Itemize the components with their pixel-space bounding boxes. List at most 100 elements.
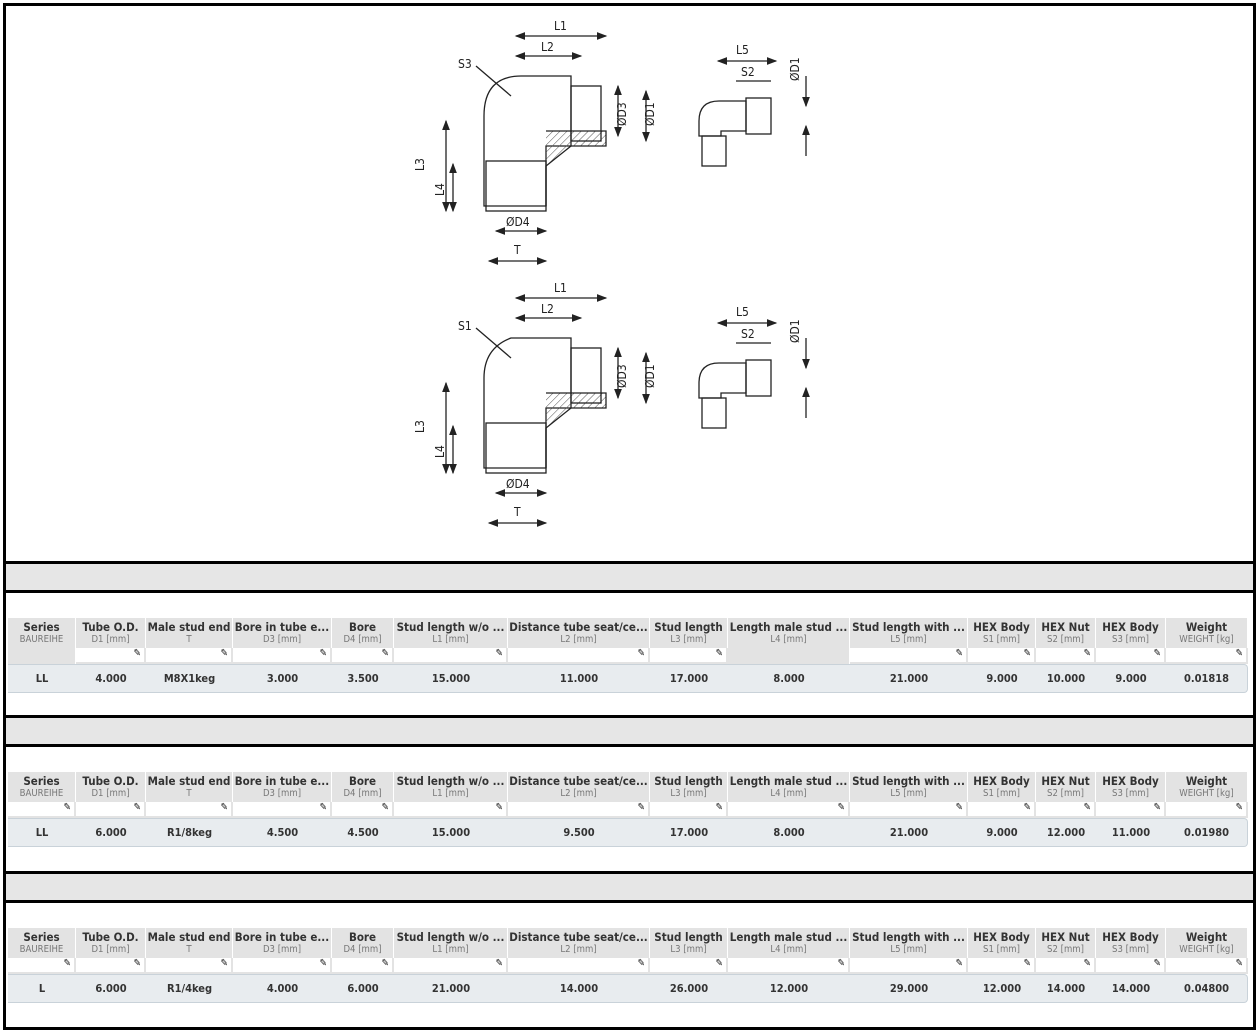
pencil-icon[interactable]: ✎: [637, 648, 645, 659]
filter-input[interactable]: ✎: [968, 802, 1034, 816]
column-header[interactable]: Bore in tube e...D3 [mm]: [233, 618, 332, 648]
filter-input[interactable]: ✎: [76, 648, 144, 662]
filter-input[interactable]: ✎: [728, 802, 848, 816]
column-header[interactable]: Stud length w/o ...L1 [mm]: [394, 618, 508, 648]
filter-input[interactable]: ✎: [76, 958, 144, 972]
column-header[interactable]: Distance tube seat/ce...L2 [mm]: [508, 618, 650, 648]
pencil-icon[interactable]: ✎: [1235, 648, 1243, 659]
pencil-icon[interactable]: ✎: [495, 802, 503, 813]
pencil-icon[interactable]: ✎: [133, 958, 141, 969]
pencil-icon[interactable]: ✎: [220, 648, 228, 659]
column-header[interactable]: Distance tube seat/ce...L2 [mm]: [508, 928, 650, 958]
filter-input[interactable]: ✎: [233, 648, 330, 662]
filter-input[interactable]: ✎: [1096, 802, 1164, 816]
filter-input[interactable]: ✎: [508, 648, 648, 662]
pencil-icon[interactable]: ✎: [1083, 648, 1091, 659]
pencil-icon[interactable]: ✎: [715, 958, 723, 969]
filter-input[interactable]: ✎: [1036, 958, 1094, 972]
filter-input[interactable]: ✎: [1166, 958, 1246, 972]
pencil-icon[interactable]: ✎: [1023, 802, 1031, 813]
filter-input[interactable]: ✎: [8, 802, 74, 816]
filter-input[interactable]: ✎: [146, 648, 231, 662]
pencil-icon[interactable]: ✎: [319, 648, 327, 659]
pencil-icon[interactable]: ✎: [63, 958, 71, 969]
pencil-icon[interactable]: ✎: [381, 802, 389, 813]
pencil-icon[interactable]: ✎: [1153, 958, 1161, 969]
filter-input[interactable]: ✎: [394, 958, 506, 972]
column-header[interactable]: Bore in tube e...D3 [mm]: [233, 772, 332, 802]
pencil-icon[interactable]: ✎: [837, 802, 845, 813]
filter-input[interactable]: ✎: [1096, 648, 1164, 662]
column-header[interactable]: Tube O.D.D1 [mm]: [76, 928, 146, 958]
filter-input[interactable]: ✎: [76, 802, 144, 816]
pencil-icon[interactable]: ✎: [220, 802, 228, 813]
pencil-icon[interactable]: ✎: [381, 648, 389, 659]
pencil-icon[interactable]: ✎: [133, 802, 141, 813]
pencil-icon[interactable]: ✎: [715, 802, 723, 813]
filter-input[interactable]: ✎: [233, 802, 330, 816]
filter-input[interactable]: ✎: [146, 802, 231, 816]
filter-input[interactable]: ✎: [1096, 958, 1164, 972]
pencil-icon[interactable]: ✎: [63, 802, 71, 813]
filter-input[interactable]: ✎: [1036, 648, 1094, 662]
column-header[interactable]: Tube O.D.D1 [mm]: [76, 618, 146, 648]
pencil-icon[interactable]: ✎: [1023, 648, 1031, 659]
column-header[interactable]: Bore in tube e...D3 [mm]: [233, 928, 332, 958]
filter-input[interactable]: ✎: [332, 648, 392, 662]
pencil-icon[interactable]: ✎: [1023, 958, 1031, 969]
pencil-icon[interactable]: ✎: [637, 802, 645, 813]
filter-input[interactable]: ✎: [968, 958, 1034, 972]
pencil-icon[interactable]: ✎: [955, 958, 963, 969]
column-header[interactable]: Stud length with ...L5 [mm]: [850, 618, 968, 648]
pencil-icon[interactable]: ✎: [133, 648, 141, 659]
pencil-icon[interactable]: ✎: [319, 802, 327, 813]
filter-input[interactable]: ✎: [1036, 802, 1094, 816]
filter-input[interactable]: ✎: [394, 802, 506, 816]
pencil-icon[interactable]: ✎: [319, 958, 327, 969]
filter-input[interactable]: ✎: [1166, 648, 1246, 662]
pencil-icon[interactable]: ✎: [1235, 958, 1243, 969]
pencil-icon[interactable]: ✎: [1153, 648, 1161, 659]
filter-input[interactable]: ✎: [968, 648, 1034, 662]
column-header[interactable]: Length male stud ...L4 [mm]: [728, 928, 850, 958]
pencil-icon[interactable]: ✎: [381, 958, 389, 969]
pencil-icon[interactable]: ✎: [955, 802, 963, 813]
filter-input[interactable]: ✎: [394, 648, 506, 662]
pencil-icon[interactable]: ✎: [220, 958, 228, 969]
pencil-icon[interactable]: ✎: [637, 958, 645, 969]
filter-input[interactable]: ✎: [850, 802, 966, 816]
filter-input[interactable]: ✎: [508, 802, 648, 816]
column-header[interactable]: Distance tube seat/ce...L2 [mm]: [508, 772, 650, 802]
filter-input[interactable]: ✎: [8, 958, 74, 972]
filter-input[interactable]: ✎: [508, 958, 648, 972]
pencil-icon[interactable]: ✎: [715, 648, 723, 659]
pencil-icon[interactable]: ✎: [955, 648, 963, 659]
pencil-icon[interactable]: ✎: [1153, 802, 1161, 813]
filter-input[interactable]: ✎: [850, 648, 966, 662]
column-header[interactable]: Length male stud ...L4 [mm]: [728, 772, 850, 802]
column-header[interactable]: Stud length with ...L5 [mm]: [850, 928, 968, 958]
column-header[interactable]: Tube O.D.D1 [mm]: [76, 772, 146, 802]
filter-input[interactable]: ✎: [650, 648, 726, 662]
filter-input[interactable]: ✎: [650, 958, 726, 972]
filter-input[interactable]: ✎: [650, 802, 726, 816]
pencil-icon[interactable]: ✎: [837, 958, 845, 969]
